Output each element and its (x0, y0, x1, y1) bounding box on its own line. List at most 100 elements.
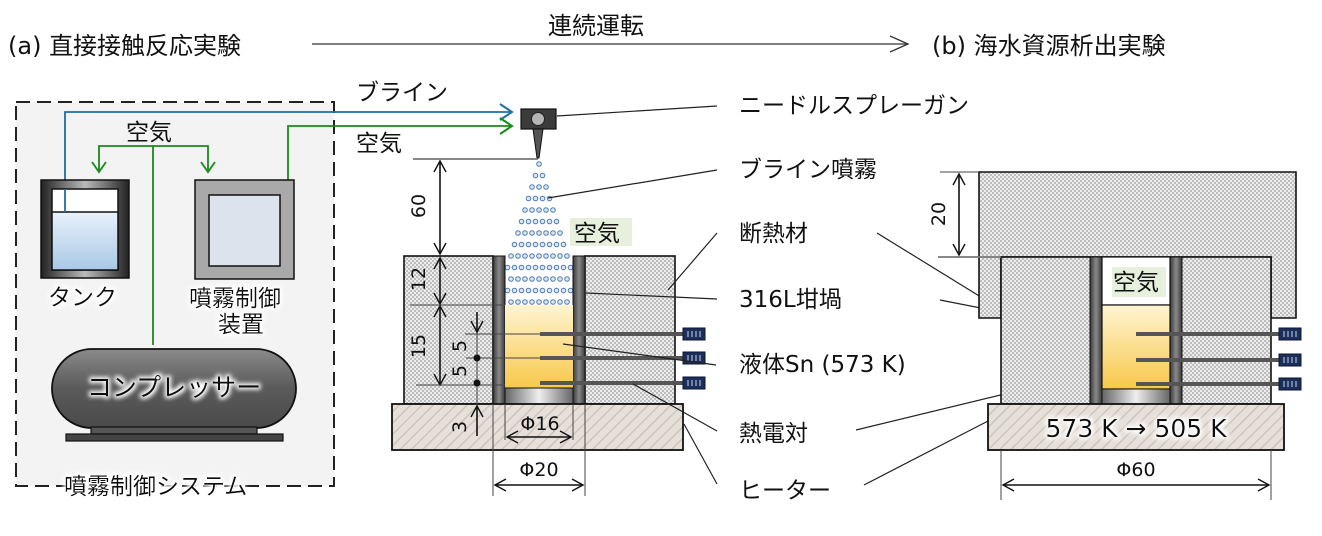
apparatus-a: 空気 (391, 159, 706, 496)
spray-droplet (557, 253, 563, 259)
nozzle-icon (532, 128, 544, 159)
spray-droplet (532, 218, 539, 225)
spray-droplet (529, 184, 535, 190)
apparatus-b-air-label: 空気 (1113, 270, 1159, 296)
system-label: 噴霧制御システム (64, 474, 247, 500)
spray-droplet (536, 276, 542, 282)
spray-droplet (532, 241, 539, 248)
spray-droplet (536, 230, 542, 236)
spray-droplet (546, 287, 553, 294)
spray-droplet (529, 253, 535, 259)
spray-droplet (508, 299, 514, 305)
spray-droplet (518, 264, 525, 271)
callout-insulation: 断熱材 (739, 221, 808, 247)
tc-connector-icon (1278, 377, 1302, 391)
callout-heater: ヒーター (739, 478, 831, 504)
title-direct-contact: (a) 直接接触反応実験 (8, 32, 241, 60)
controller-label-line2: 装置 (218, 312, 264, 338)
spray-droplet (529, 230, 535, 236)
brine-flow-label: ブライン (356, 80, 448, 106)
title-seawater-precipitation: (b) 海水資源析出実験 (932, 32, 1166, 60)
spray-droplet (522, 299, 528, 305)
insulation-right (584, 255, 676, 405)
spray-droplet (515, 253, 521, 259)
liquid-sn (505, 305, 573, 388)
tc-connector-icon (682, 376, 706, 390)
crucible-bottom (504, 387, 574, 405)
spray-droplet (539, 264, 546, 271)
spray-droplet (522, 230, 528, 236)
continuous-operation-label: 連続運転 (548, 12, 644, 40)
tc-connector-icon (1278, 353, 1302, 367)
spray-droplet (536, 207, 542, 213)
spray-droplet (532, 264, 539, 271)
dim-tc-spacing-1: 5 (449, 340, 471, 352)
spray-droplet (553, 287, 560, 294)
dim-tc-spacing-2: 5 (449, 365, 471, 377)
spray-droplet (543, 253, 549, 259)
arrow-head-icon (889, 35, 910, 53)
dim-outer-dia-b: Φ60 (1116, 459, 1155, 481)
air-arrow-controller-icon (200, 161, 216, 174)
spray-droplet (518, 218, 525, 225)
spray-droplet (525, 195, 532, 202)
spray-droplet (550, 207, 556, 213)
spray-droplet (546, 218, 553, 225)
thermocouples-a (540, 327, 706, 390)
dim-inner-dia: Φ16 (520, 413, 559, 435)
dimensions-a (410, 159, 586, 496)
spray-droplet (529, 276, 535, 282)
spray-droplet (543, 207, 549, 213)
brine-arrow-icon (499, 103, 514, 121)
spray-droplet (557, 299, 563, 305)
spray-droplet (564, 253, 570, 259)
dim-outer-dia: Φ20 (519, 459, 558, 481)
spray-droplet (536, 184, 542, 190)
callout-thermocouple: 熱電対 (739, 421, 808, 447)
spray-droplet (550, 299, 556, 305)
spray-droplet (532, 195, 539, 202)
spray-droplet (504, 264, 511, 271)
spray-droplet (508, 253, 514, 259)
spray-droplet (522, 253, 528, 259)
spray-droplet (553, 241, 560, 248)
crucible-wall-left-b (1089, 256, 1103, 405)
needle-spray-gun (520, 108, 557, 159)
dim-liquid-depth: 15 (408, 334, 430, 358)
spray-droplet (560, 287, 567, 294)
spray-droplet (564, 299, 570, 305)
spray-droplet (511, 287, 518, 294)
spray-droplet (543, 276, 549, 282)
spray-control-system: 空気 タンク 噴霧制御 装置 コンプレッサー 噴霧制御システム (15, 101, 514, 500)
air-arrow-tank-icon (91, 161, 107, 174)
spray-droplet (543, 184, 549, 190)
air-flow-label: 空気 (356, 131, 402, 157)
spray-droplet (553, 218, 560, 225)
callout-needle-gun: ニードルスプレーガン (739, 93, 969, 119)
spray-droplet (508, 276, 514, 282)
callout-liquid-sn: 液体Sn (573 K) (739, 352, 906, 378)
spray-droplet (539, 218, 546, 225)
spray-droplet (557, 230, 563, 236)
heater-b (987, 403, 1285, 451)
spray-droplet (536, 299, 542, 305)
thermocouples-b (1136, 327, 1302, 391)
spray-droplet (550, 230, 556, 236)
spray-droplet (539, 195, 546, 202)
brine-line (64, 111, 510, 180)
tank-brine (51, 211, 119, 271)
spray-droplet (525, 264, 532, 271)
liquid-sn-b (1101, 304, 1171, 390)
dim-spray-height: 60 (408, 194, 430, 218)
spray-droplet (522, 207, 528, 213)
spray-droplet (515, 230, 521, 236)
spray-droplet (543, 299, 549, 305)
spray-droplet (529, 207, 535, 213)
spray-droplet (560, 264, 567, 271)
crucible-wall-right-b (1169, 256, 1183, 405)
tank-label: タンク (48, 285, 117, 311)
spray-droplet (522, 276, 528, 282)
spray-droplet (532, 287, 539, 294)
controller-label-line1: 噴霧制御 (189, 286, 281, 312)
